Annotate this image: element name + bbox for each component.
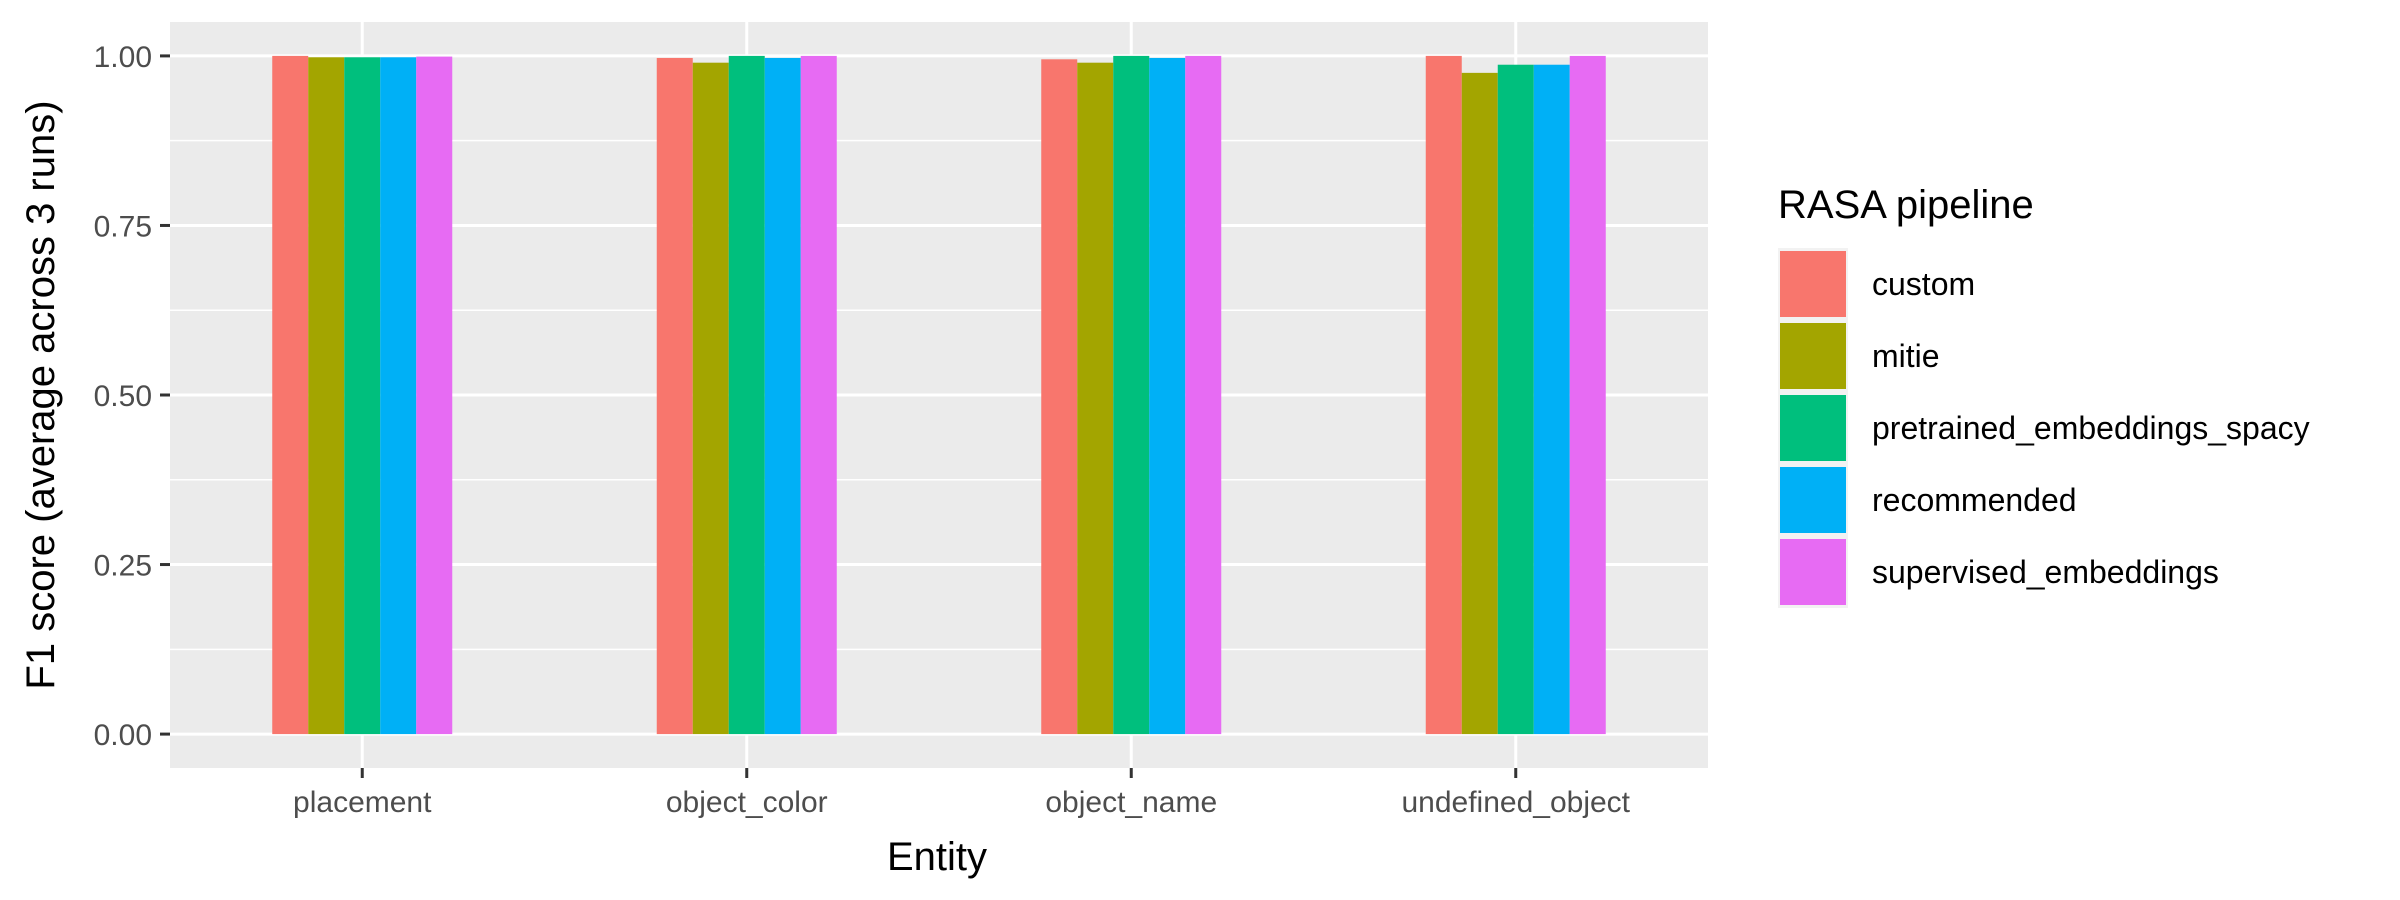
legend-label-custom: custom [1872,266,1975,302]
bar-supervised_embeddings-object_color [800,55,837,735]
bar-recommended-undefined_object [1533,64,1570,735]
bar-custom-object_name [1041,59,1078,735]
bar-recommended-object_color [764,57,801,735]
x-tick-label: object_color [666,786,828,819]
y-axis-title: F1 score (average across 3 runs) [19,100,63,689]
x-tick-label: object_name [1045,786,1217,819]
bar-custom-object_color [656,57,693,735]
bar-recommended-object_name [1149,57,1186,735]
bar-supervised_embeddings-placement [416,56,453,735]
y-tick-label: 0.75 [94,210,152,243]
bar-mitie-undefined_object [1461,72,1498,735]
bar-supervised_embeddings-undefined_object [1569,55,1606,735]
legend-label-mitie: mitie [1872,338,1940,374]
x-axis-title: Entity [887,835,987,879]
x-tick-label: placement [293,786,432,819]
legend-label-supervised_embeddings: supervised_embeddings [1872,554,2219,590]
legend: RASA pipeline custom mitie pretrained_embe… [1778,183,2310,608]
bar-custom-undefined_object [1425,55,1462,735]
legend-title: RASA pipeline [1778,183,2034,227]
bar-pretrained_embeddings_spacy-undefined_object [1497,64,1534,735]
legend-label-pretrained_embeddings_spacy: pretrained_embeddings_spacy [1872,410,2310,446]
bars [272,55,1606,735]
bar-mitie-object_name [1077,62,1114,735]
legend-label-recommended: recommended [1872,482,2077,518]
y-tick-label: 0.25 [94,550,152,583]
x-tick-label: undefined_object [1401,786,1630,819]
legend-swatch-pretrained_embeddings_spacy [1780,395,1846,461]
legend-swatch-supervised_embeddings [1780,539,1846,605]
axes: 0.00 0.25 0.50 0.75 1.00 placement object_colo… [94,41,1631,819]
y-tick-label: 0.00 [94,719,152,752]
y-tick-label: 0.50 [94,380,152,413]
bar-pretrained_embeddings_spacy-object_name [1113,55,1150,735]
legend-swatch-mitie [1780,323,1846,389]
bar-pretrained_embeddings_spacy-placement [344,57,381,735]
bar-custom-placement [272,55,309,735]
y-tick-label: 1.00 [94,41,152,74]
legend-swatch-custom [1780,251,1846,317]
bar-supervised_embeddings-object_name [1185,55,1222,735]
legend-swatch-recommended [1780,467,1846,533]
bar-recommended-placement [380,57,417,735]
bar-mitie-object_color [692,62,729,735]
bar-pretrained_embeddings_spacy-object_color [728,55,765,735]
bar-mitie-placement [308,57,345,735]
